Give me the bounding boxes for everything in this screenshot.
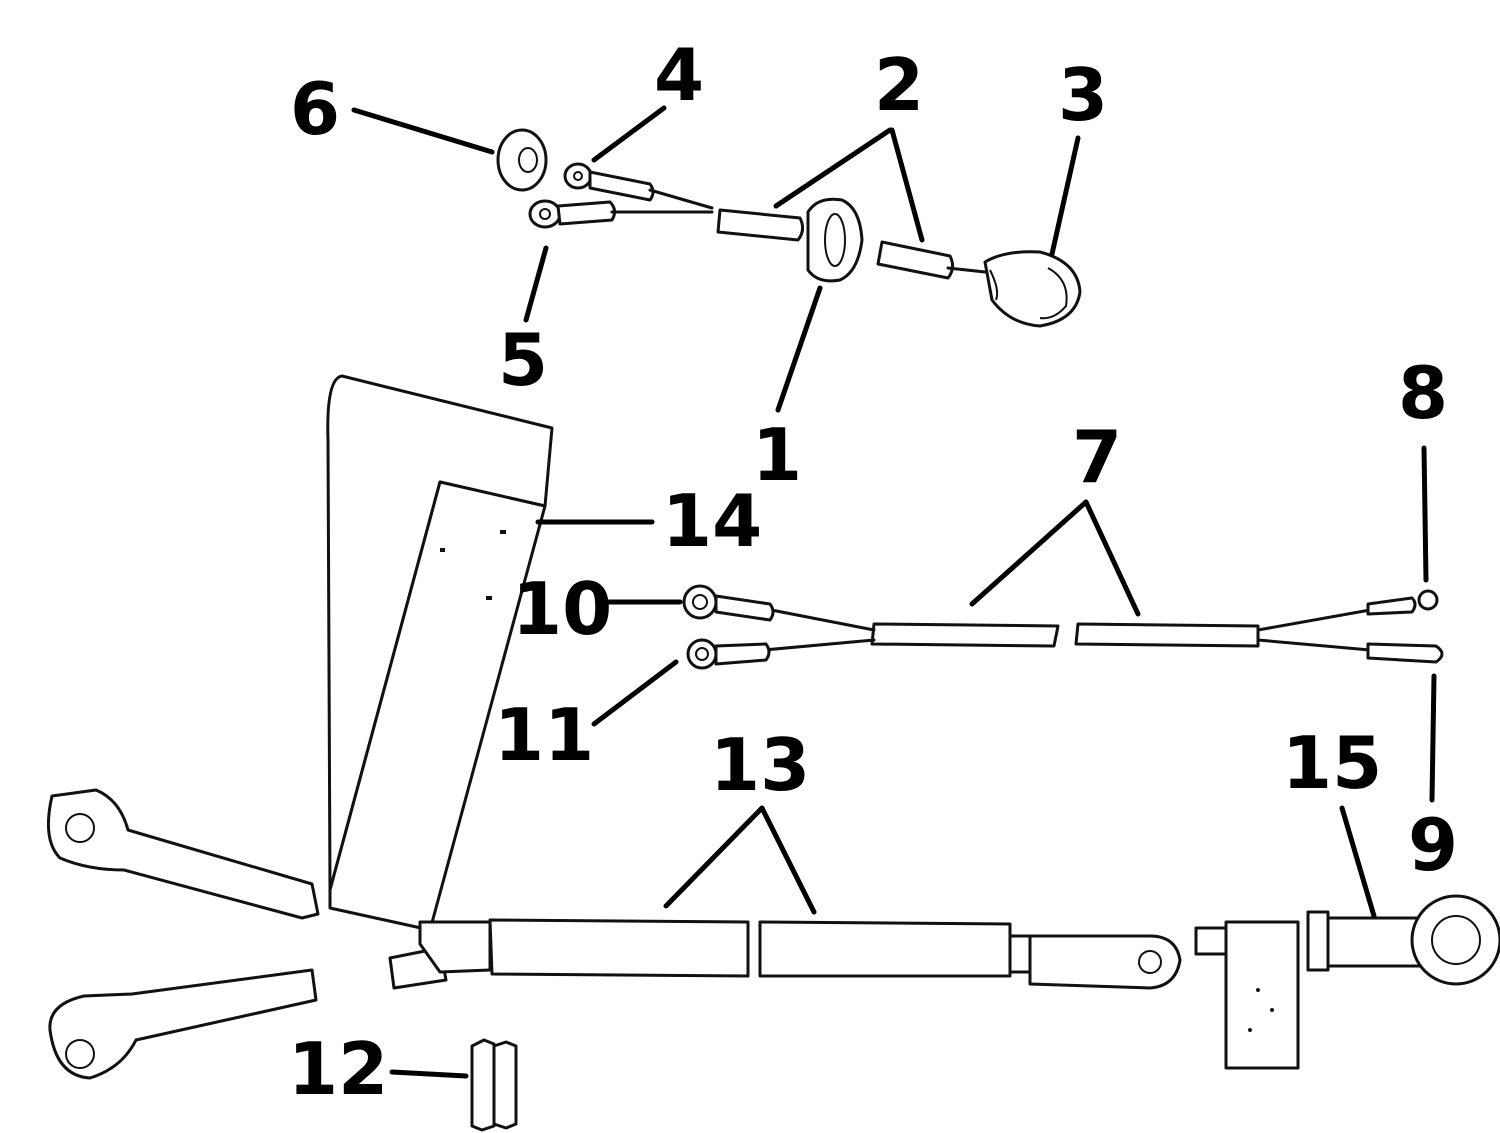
- callout-1: 1: [752, 413, 802, 497]
- callout-labels: 1 2 3 4 5 6 7 8 9 10 11 12 13 14 15: [288, 33, 1458, 1111]
- part-5-terminal-wire: [528, 199, 714, 229]
- part-6-washer: [496, 128, 548, 192]
- part-2-connector-sleeves: [716, 208, 987, 280]
- callout-5: 5: [498, 318, 548, 402]
- leader-lines: [351, 105, 1437, 1079]
- callout-4: 4: [654, 33, 704, 117]
- callout-11: 11: [494, 693, 594, 777]
- callout-14: 14: [662, 479, 762, 563]
- callout-13: 13: [710, 723, 810, 807]
- callout-15: 15: [1282, 721, 1382, 805]
- part-7-harness-lead: [718, 598, 1372, 656]
- callout-7: 7: [1072, 415, 1122, 499]
- part-15-battery-terminal: [1306, 894, 1500, 986]
- part-10-ring-terminal: [682, 584, 775, 622]
- part-9-terminal: [1366, 642, 1444, 664]
- part-4-terminal-wire: [563, 162, 714, 210]
- part-3-terminal-cap: [983, 250, 1082, 328]
- callout-12: 12: [288, 1027, 388, 1111]
- callout-3: 3: [1058, 53, 1108, 137]
- part-14-bracket: [326, 374, 554, 932]
- part-12-grommet: [470, 1038, 518, 1132]
- part-8-terminal: [1366, 589, 1439, 616]
- callout-10: 10: [512, 567, 612, 651]
- callout-2: 2: [874, 43, 924, 127]
- part-1-grommet: [806, 197, 864, 283]
- callout-6: 6: [290, 67, 340, 151]
- callout-8: 8: [1398, 351, 1448, 435]
- part-13-battery-cable: [46, 788, 1300, 1080]
- callout-9: 9: [1408, 803, 1458, 887]
- part-11-ring-terminal: [686, 638, 771, 670]
